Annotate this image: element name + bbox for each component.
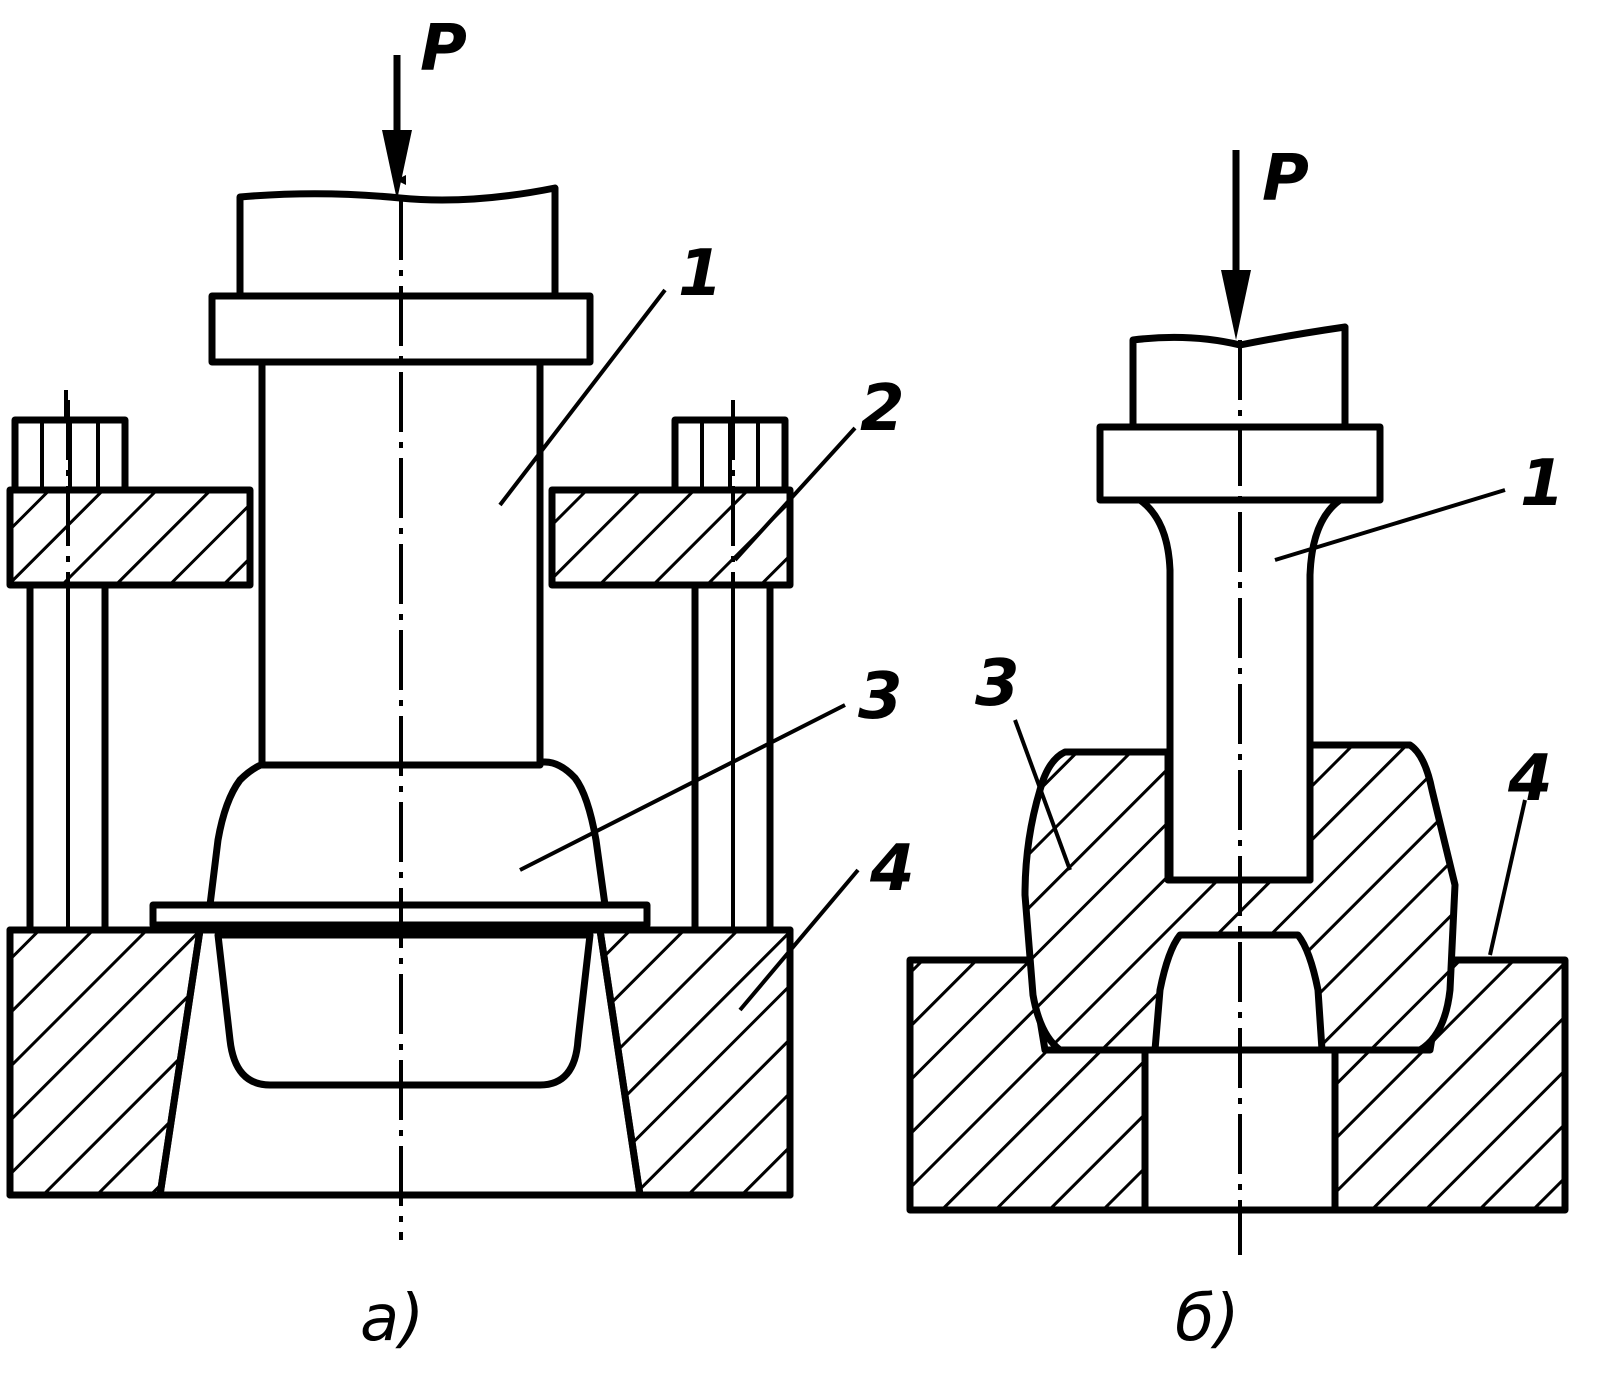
stripper-plate-a [6,486,794,589]
part-label-2-a: 2 [860,372,905,446]
part-label-1-a: 1 [678,237,723,311]
force-label-b: P [1262,142,1309,216]
force-label-a: P [420,12,467,86]
nuts-a [11,390,789,494]
part-label-3-b: 3 [975,647,1020,721]
part-label-1-b: 1 [1520,447,1565,521]
part-label-4-a: 4 [869,832,915,906]
figure-b: P 1 3 4 б) [906,142,1569,1356]
die-a [6,926,794,1199]
part-label-4-b: 4 [1507,742,1553,816]
caption-b: б) [1175,1282,1239,1356]
caption-a: а) [360,1282,424,1356]
part-label-3-a: 3 [858,660,903,734]
figure-a: P 1 2 3 4 а) [6,12,915,1356]
